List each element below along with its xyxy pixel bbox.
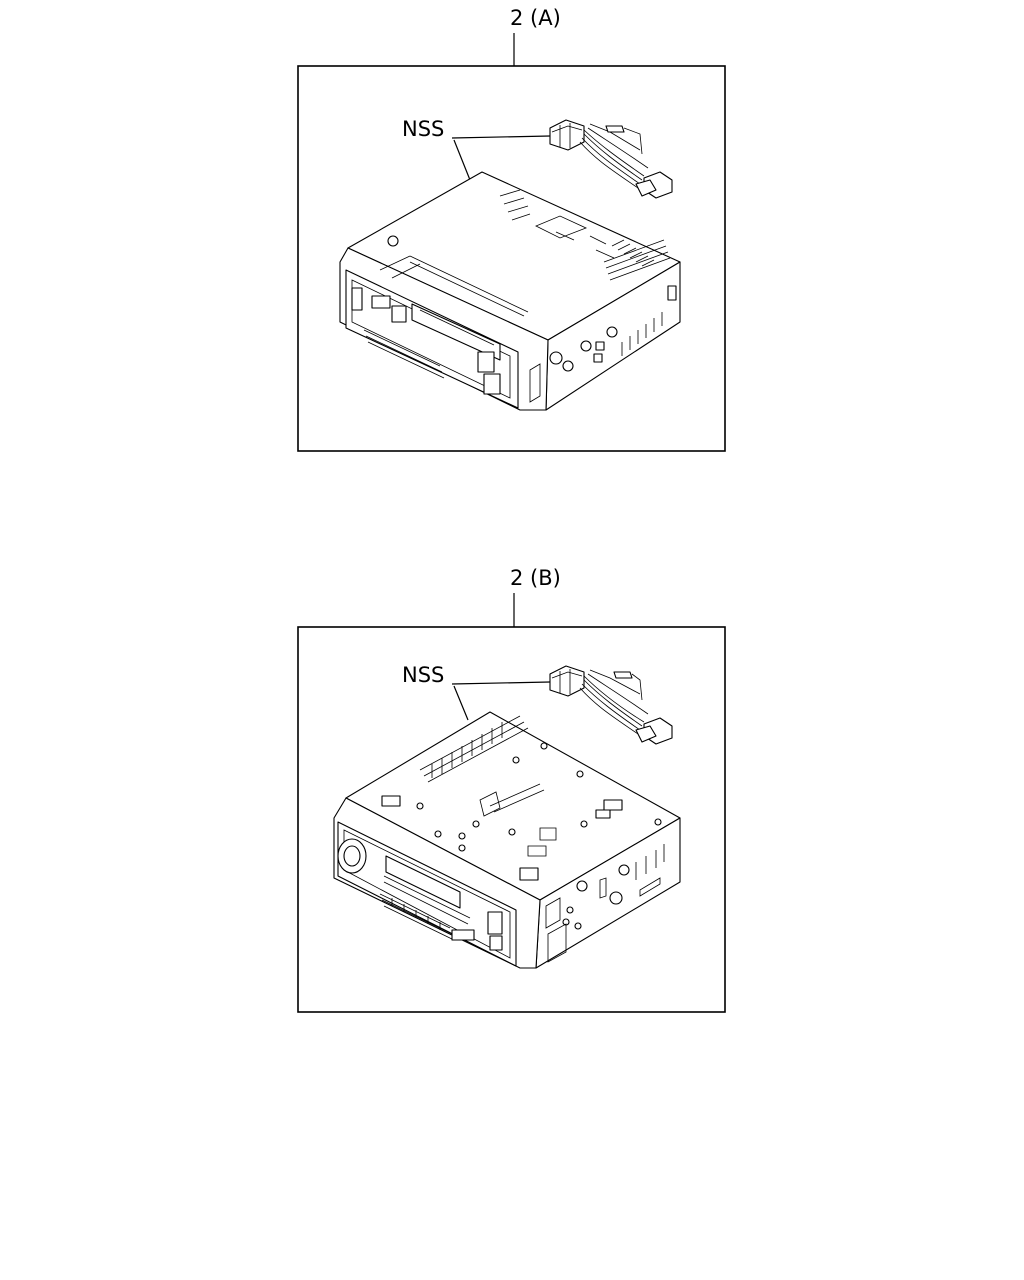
nss-leader-b-harness — [451, 681, 551, 685]
nss-leader-a-harness — [451, 135, 551, 139]
callout-b: 2 (B) — [510, 566, 561, 590]
nss-leader-a-unit — [453, 139, 471, 181]
callout-a: 2 (A) — [510, 6, 561, 30]
cassette-radio-unit-icon — [339, 171, 681, 411]
nss-leader-b-unit — [453, 685, 469, 721]
wiring-harness-connector-icon — [549, 119, 673, 199]
wiring-harness-connector-icon — [549, 665, 673, 745]
panel-a: 2 (A) NSS — [297, 6, 726, 452]
cd-radio-unit-icon — [333, 711, 681, 969]
panel-b: 2 (B) NSS — [297, 566, 726, 1013]
nss-label-a: NSS — [402, 117, 444, 141]
nss-label-b: NSS — [402, 663, 444, 687]
